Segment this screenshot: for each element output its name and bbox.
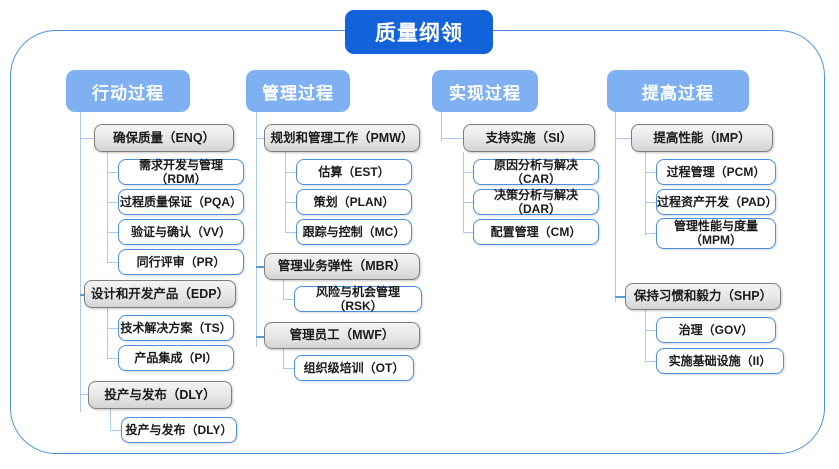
- connector-2-1-1: [285, 172, 296, 174]
- leaf-node-ii[interactable]: 实施基础设施（II）: [656, 348, 784, 374]
- leaf-node-pcm[interactable]: 过程管理（PCM）: [656, 159, 776, 185]
- column-head-1[interactable]: 行动过程: [66, 70, 190, 112]
- group-node-enq[interactable]: 确保质量（ENQ）: [94, 124, 234, 152]
- connector-2-3: [256, 336, 268, 338]
- connector-2-2-1: [283, 299, 294, 301]
- leaf-node-mc[interactable]: 跟踪与控制（MC）: [296, 219, 412, 245]
- root-title-node[interactable]: 质量纲领: [345, 10, 493, 54]
- connector-sub-spine-1-1: [107, 152, 109, 262]
- leaf-node-pi[interactable]: 产品集成（PI）: [118, 345, 234, 371]
- leaf-node-pad[interactable]: 过程资产开发（PAD）: [656, 189, 777, 215]
- connector-sub-spine-4-2: [645, 310, 647, 362]
- leaf-node-mpm[interactable]: 管理性能与度量 （MPM）: [656, 218, 776, 249]
- leaf-node-dly-child[interactable]: 投产与发布（DLY）: [121, 417, 237, 443]
- leaf-node-est[interactable]: 估算（EST）: [296, 159, 412, 185]
- leaf-node-plan[interactable]: 策划（PLAN）: [296, 189, 412, 215]
- column-head-4[interactable]: 提高过程: [607, 70, 749, 112]
- connector-4-1-1: [645, 172, 656, 174]
- connector-4-1: [615, 138, 631, 140]
- leaf-node-rsk[interactable]: 风险与机会管理（RSK）: [294, 285, 422, 313]
- group-node-edp[interactable]: 设计和开发产品（EDP）: [84, 280, 236, 308]
- group-node-pmw[interactable]: 规划和管理工作（PMW）: [264, 124, 420, 152]
- connector-2-1: [256, 138, 264, 140]
- group-node-mbr[interactable]: 管理业务弹性（MBR）: [264, 253, 420, 280]
- connector-2-3-1: [283, 368, 294, 370]
- connector-1-1-2: [107, 202, 118, 204]
- connector-spine-3: [441, 112, 443, 142]
- connector-3-1-3: [463, 232, 473, 234]
- column-head-3[interactable]: 实现过程: [432, 70, 538, 112]
- leaf-node-ot[interactable]: 组织级培训（OT）: [294, 355, 414, 381]
- connector-1-3-1: [110, 430, 121, 432]
- group-node-si[interactable]: 支持实施（SI）: [463, 124, 595, 152]
- group-node-mwf[interactable]: 管理员工（MWF）: [264, 322, 420, 349]
- connector-4-2: [615, 296, 629, 298]
- connector-1-1: [80, 138, 94, 140]
- connector-2-1-3: [285, 232, 296, 234]
- leaf-node-vv[interactable]: 验证与确认（VV）: [118, 219, 244, 245]
- connector-4-2-1: [645, 330, 656, 332]
- connector-1-2-2: [107, 358, 118, 360]
- group-node-dly[interactable]: 投产与发布（DLY）: [88, 381, 232, 409]
- group-node-shp[interactable]: 保持习惯和毅力（SHP）: [625, 283, 781, 310]
- connector-3-1-1: [463, 172, 473, 174]
- connector-sub-spine-4-1: [645, 152, 647, 236]
- connector-1-3: [80, 394, 94, 396]
- connector-sub-spine-2-3: [283, 349, 285, 369]
- connector-sub-spine-1-2: [107, 308, 109, 358]
- column-head-2[interactable]: 管理过程: [246, 70, 350, 112]
- connector-4-1-2: [645, 202, 656, 204]
- connector-sub-spine-3-1: [463, 152, 465, 232]
- leaf-node-ts[interactable]: 技术解决方案（TS）: [118, 315, 234, 341]
- connector-sub-spine-1-3: [110, 409, 112, 431]
- leaf-node-pqa[interactable]: 过程质量保证（PQA）: [118, 189, 244, 215]
- leaf-node-car[interactable]: 原因分析与解决（CAR）: [473, 158, 599, 186]
- leaf-node-cm[interactable]: 配置管理（CM）: [473, 219, 599, 245]
- connector-1-1-4: [107, 262, 118, 264]
- connector-sub-spine-2-1: [285, 152, 287, 232]
- connector-1-1-1: [107, 172, 118, 174]
- connector-1-1-3: [107, 232, 118, 234]
- connector-2-2: [256, 266, 268, 268]
- connector-sub-spine-2-2: [283, 280, 285, 300]
- leaf-node-dar[interactable]: 决策分析与解决（DAR）: [473, 188, 599, 216]
- connector-2-1-2: [285, 202, 296, 204]
- connector-4-2-2: [645, 361, 656, 363]
- connector-spine-2: [256, 112, 258, 347]
- connector-spine-4: [615, 112, 617, 302]
- connector-4-1-3: [645, 233, 656, 235]
- connector-1-2-1: [107, 328, 118, 330]
- connector-spine-1: [80, 112, 82, 412]
- connector-3-1-2: [463, 202, 473, 204]
- connector-3-1: [441, 138, 463, 140]
- group-node-imp[interactable]: 提高性能（IMP）: [631, 124, 773, 152]
- leaf-node-pr[interactable]: 同行评审（PR）: [118, 249, 244, 275]
- leaf-node-gov[interactable]: 治理（GOV）: [656, 317, 776, 343]
- leaf-node-rdm[interactable]: 需求开发与管理（RDM）: [118, 158, 244, 186]
